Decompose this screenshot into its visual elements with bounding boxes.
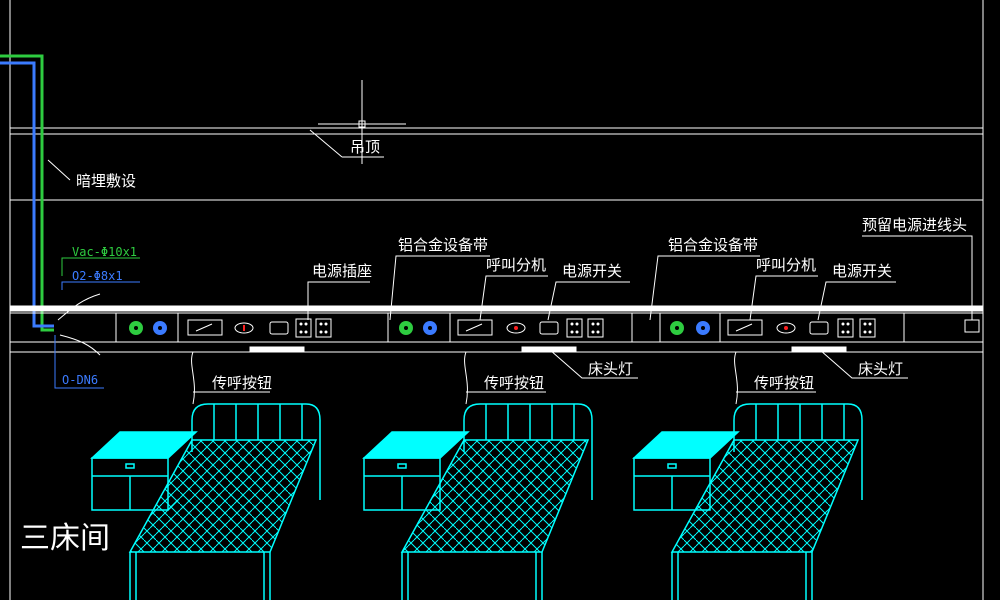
socket-label: 电源插座	[312, 262, 372, 280]
alu-band-label-1: 铝合金设备带	[398, 236, 488, 254]
ceiling-leader	[309, 129, 384, 158]
call-unit-label-2: 呼叫分机	[756, 256, 816, 274]
gas-outlet-3	[670, 321, 710, 335]
call-button-label-3: 传呼按钮	[754, 374, 814, 392]
gas-outlet-2	[399, 321, 437, 335]
reserved-power-label: 预留电源进线头	[862, 216, 967, 234]
crosshair-icon	[318, 80, 406, 164]
power-switch-label-2: 电源开关	[832, 262, 892, 280]
vacuum-pipe	[0, 61, 54, 328]
vac-pipe-label: Vac-Φ10x1	[72, 245, 137, 259]
bedside-cabinet	[362, 431, 470, 511]
oxygen-pipe	[0, 54, 54, 332]
bed	[400, 403, 593, 600]
bed-set-2	[362, 403, 593, 600]
equipment-band	[9, 305, 984, 352]
bed-set-3	[632, 403, 863, 600]
ceiling-label: 吊顶	[350, 138, 380, 156]
power-switch-label-1: 电源开关	[562, 262, 622, 280]
bed-light-label-1: 床头灯	[588, 360, 633, 378]
bed-set-1	[90, 403, 321, 600]
call-unit-label-1: 呼叫分机	[486, 256, 546, 274]
room-label: 三床间	[20, 521, 110, 556]
band-modules	[187, 318, 876, 338]
frame	[9, 0, 984, 600]
concealed-label: 暗埋敷设	[76, 172, 136, 190]
gas-outlet-1	[129, 321, 167, 335]
label-leaders	[191, 235, 973, 405]
call-button-label-1: 传呼按钮	[212, 374, 272, 392]
call-button-label-2: 传呼按钮	[484, 374, 544, 392]
bed	[670, 403, 863, 600]
pipe-leaders	[47, 159, 140, 389]
alu-band-label-2: 铝合金设备带	[668, 236, 758, 254]
socket-dots	[299, 322, 872, 334]
o2-pipe-label: O2-Φ8x1	[72, 269, 123, 283]
dn6-label: O-DN6	[62, 373, 98, 387]
bed-light-label-2: 床头灯	[858, 360, 903, 378]
bed	[128, 403, 321, 600]
